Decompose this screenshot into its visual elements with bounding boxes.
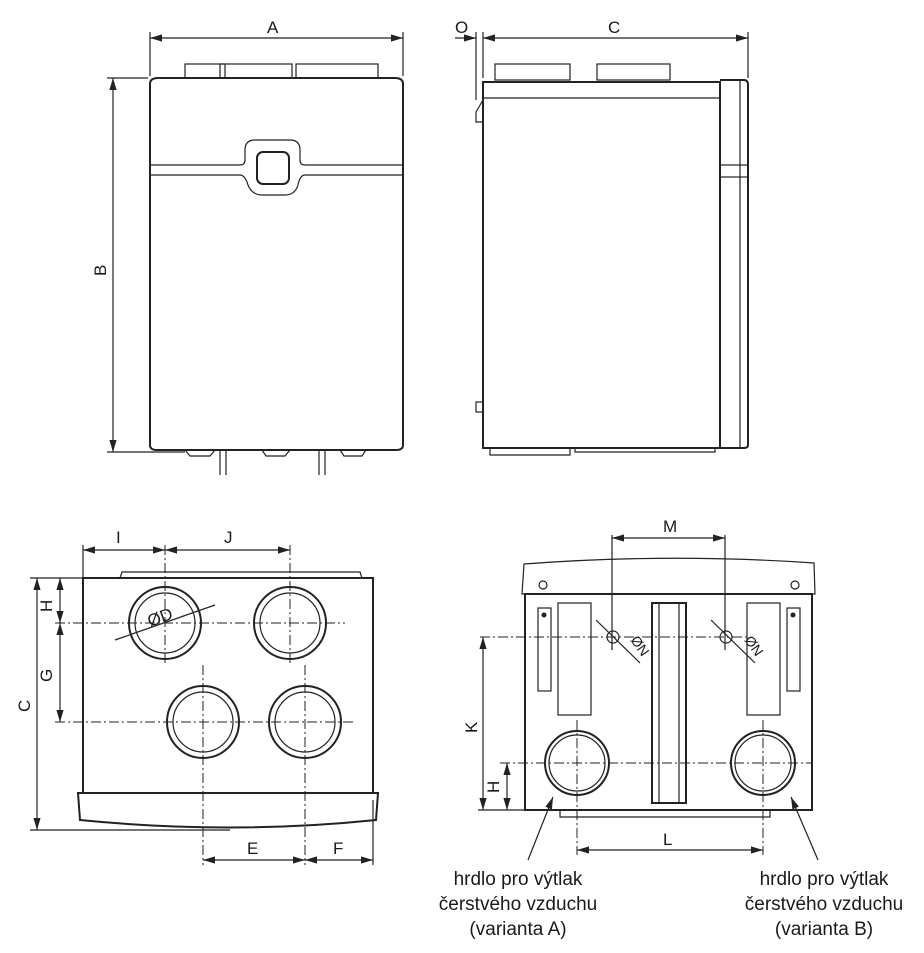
front-view: A B: [91, 18, 404, 475]
dim-h-label-right: H: [484, 781, 503, 793]
dim-g-label: G: [37, 669, 56, 682]
caption-variant-b: hrdlo pro výtlak čerstvého vzduchu (vari…: [745, 869, 903, 940]
dim-c-label: C: [15, 700, 34, 712]
caption-line: (varianta B): [775, 919, 873, 940]
caption-variant-a: hrdlo pro výtlak čerstvého vzduchu (vari…: [439, 869, 597, 940]
caption-line: hrdlo pro výtlak: [760, 869, 889, 890]
diameter-d-label: ØD: [145, 604, 175, 631]
control-button-icon: [256, 151, 290, 185]
caption-line: (varianta A): [469, 919, 566, 940]
bottom-view-left: ØD I J H G C E F: [15, 528, 380, 865]
dim-a-label: A: [267, 18, 279, 37]
dim-b-label: B: [91, 265, 110, 276]
caption-line: čerstvého vzduchu: [745, 894, 903, 915]
dim-f-label: F: [333, 839, 343, 858]
bottom-view-right: ØN ØN M K H L: [462, 517, 819, 861]
dim-l-label: L: [663, 830, 672, 849]
dim-j-label: J: [224, 528, 233, 547]
dim-c-label: C: [608, 18, 620, 37]
dim-k-label: K: [462, 721, 481, 733]
dim-i-label: I: [116, 528, 121, 547]
dim-m-label: M: [663, 517, 677, 536]
dim-e-label: E: [247, 839, 258, 858]
dim-h-label: H: [37, 600, 56, 612]
caption-line: čerstvého vzduchu: [439, 894, 597, 915]
side-view: C O: [455, 18, 749, 456]
dim-o-label: O: [455, 18, 468, 37]
caption-line: hrdlo pro výtlak: [454, 869, 583, 890]
